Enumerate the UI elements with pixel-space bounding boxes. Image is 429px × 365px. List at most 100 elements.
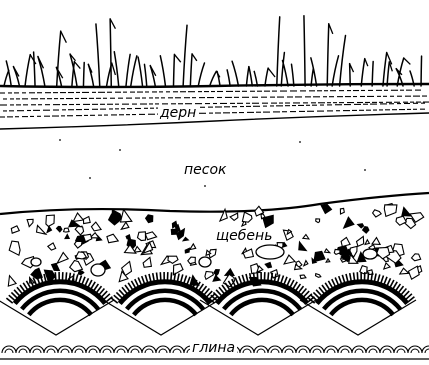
pipe-tick xyxy=(242,275,244,283)
grass-blade xyxy=(246,67,248,86)
gravel-stone xyxy=(145,232,156,240)
pipe-tick xyxy=(199,284,204,291)
pipe-tick xyxy=(160,272,161,280)
grass-blade xyxy=(265,68,268,86)
gravel-stone xyxy=(9,241,20,255)
sand-grain xyxy=(204,185,206,187)
grass-blade xyxy=(150,66,155,86)
pipe-tick xyxy=(350,273,352,281)
pipe-tick xyxy=(339,276,342,284)
pipe-tick xyxy=(375,274,377,282)
pipe-tick xyxy=(268,272,269,280)
gravel-stone xyxy=(185,248,189,253)
grass-blade xyxy=(210,71,217,86)
gravel-stone xyxy=(84,217,91,224)
turf-top-line xyxy=(0,84,429,87)
sand-grain xyxy=(59,139,61,141)
pipe-tick xyxy=(23,283,27,290)
grass-blade xyxy=(160,56,165,86)
grass-blade-tip xyxy=(268,68,275,77)
turf-layer xyxy=(0,16,429,129)
grass-blade xyxy=(217,71,220,86)
pipe-tick xyxy=(6,298,12,303)
pipe-tick xyxy=(346,274,348,282)
gravel-stone xyxy=(357,236,364,246)
gravel-stone xyxy=(57,226,62,232)
grass-blade xyxy=(126,54,130,86)
clay-swirl-inner xyxy=(145,349,153,353)
gravel-stone xyxy=(340,208,344,214)
clay-swirl-inner xyxy=(327,349,335,353)
pipe-tick xyxy=(319,287,324,293)
pipe-tick xyxy=(328,281,332,288)
gravel-stone xyxy=(300,275,306,279)
drain-pipe xyxy=(200,272,316,335)
gravel-stone xyxy=(409,266,420,279)
gravel-stone xyxy=(190,244,196,250)
pipe-tick xyxy=(85,278,88,285)
label-clay: глина xyxy=(190,341,237,355)
pipe-tick xyxy=(94,284,99,291)
pipe-tick xyxy=(142,276,145,284)
pipe-band xyxy=(331,300,393,315)
pipe-tick xyxy=(131,281,135,288)
pipe-tick xyxy=(246,274,248,282)
clay-swirl-inner xyxy=(243,349,251,353)
pipe-tick xyxy=(219,287,224,293)
pipe-band xyxy=(29,300,91,315)
gravel-stone xyxy=(214,270,220,276)
pipe-tick xyxy=(55,272,56,280)
clay-swirl-inner xyxy=(257,349,265,353)
gravel-stone xyxy=(325,249,330,253)
pipe-tick xyxy=(250,273,252,281)
grass-blade xyxy=(340,36,346,86)
pipe-tick xyxy=(332,279,336,286)
clay-swirl-inner xyxy=(75,349,83,353)
grass-blade xyxy=(311,69,313,86)
clay-swirl-inner xyxy=(299,349,307,353)
grass-blade xyxy=(227,70,230,86)
gravel-stone xyxy=(78,271,84,275)
gravel-stone xyxy=(303,235,309,240)
grass-blade xyxy=(4,70,9,86)
gravel-stone xyxy=(112,210,122,222)
pipe-tick xyxy=(393,282,397,289)
gravel-stone xyxy=(396,216,406,225)
clay-swirl-inner xyxy=(131,349,139,353)
pipe-tick xyxy=(184,276,187,284)
grass-blade xyxy=(110,19,111,86)
gravel-stone xyxy=(143,257,151,267)
gravel-stone xyxy=(121,210,132,223)
pipe-tick xyxy=(178,274,180,282)
gravel-stone xyxy=(299,242,307,251)
gravel-stone xyxy=(334,249,340,254)
gravel-stone xyxy=(400,268,409,274)
gravel-stone xyxy=(175,225,180,232)
grass-blade xyxy=(183,25,187,86)
pipe-tick xyxy=(322,285,327,292)
gravel-stone xyxy=(316,219,320,223)
pipe-tick xyxy=(342,275,344,283)
grass-blade-tip xyxy=(112,63,116,75)
pipe-tick xyxy=(66,272,67,280)
pipe-tick xyxy=(79,276,82,284)
gravel-stone xyxy=(146,215,153,223)
clay-swirl-inner xyxy=(89,349,97,353)
gravel-stone xyxy=(341,237,350,246)
grass-blade-tip xyxy=(61,31,67,43)
grass-blade xyxy=(387,62,389,86)
gravel-stone xyxy=(8,276,16,286)
gravel-stone xyxy=(64,228,70,232)
gravel-stone xyxy=(70,261,83,272)
pipe-tick xyxy=(281,276,284,284)
gravel-stone xyxy=(126,235,130,240)
grass-blade-tip xyxy=(365,59,368,67)
gravel-stone xyxy=(372,238,380,245)
gravel-stone xyxy=(27,219,33,226)
grass-blade-tip xyxy=(192,54,197,61)
gravel-stone xyxy=(75,226,83,235)
gravel-stone xyxy=(304,261,308,266)
clay-swirl-inner xyxy=(285,349,293,353)
grass-blade-tip xyxy=(30,55,36,64)
